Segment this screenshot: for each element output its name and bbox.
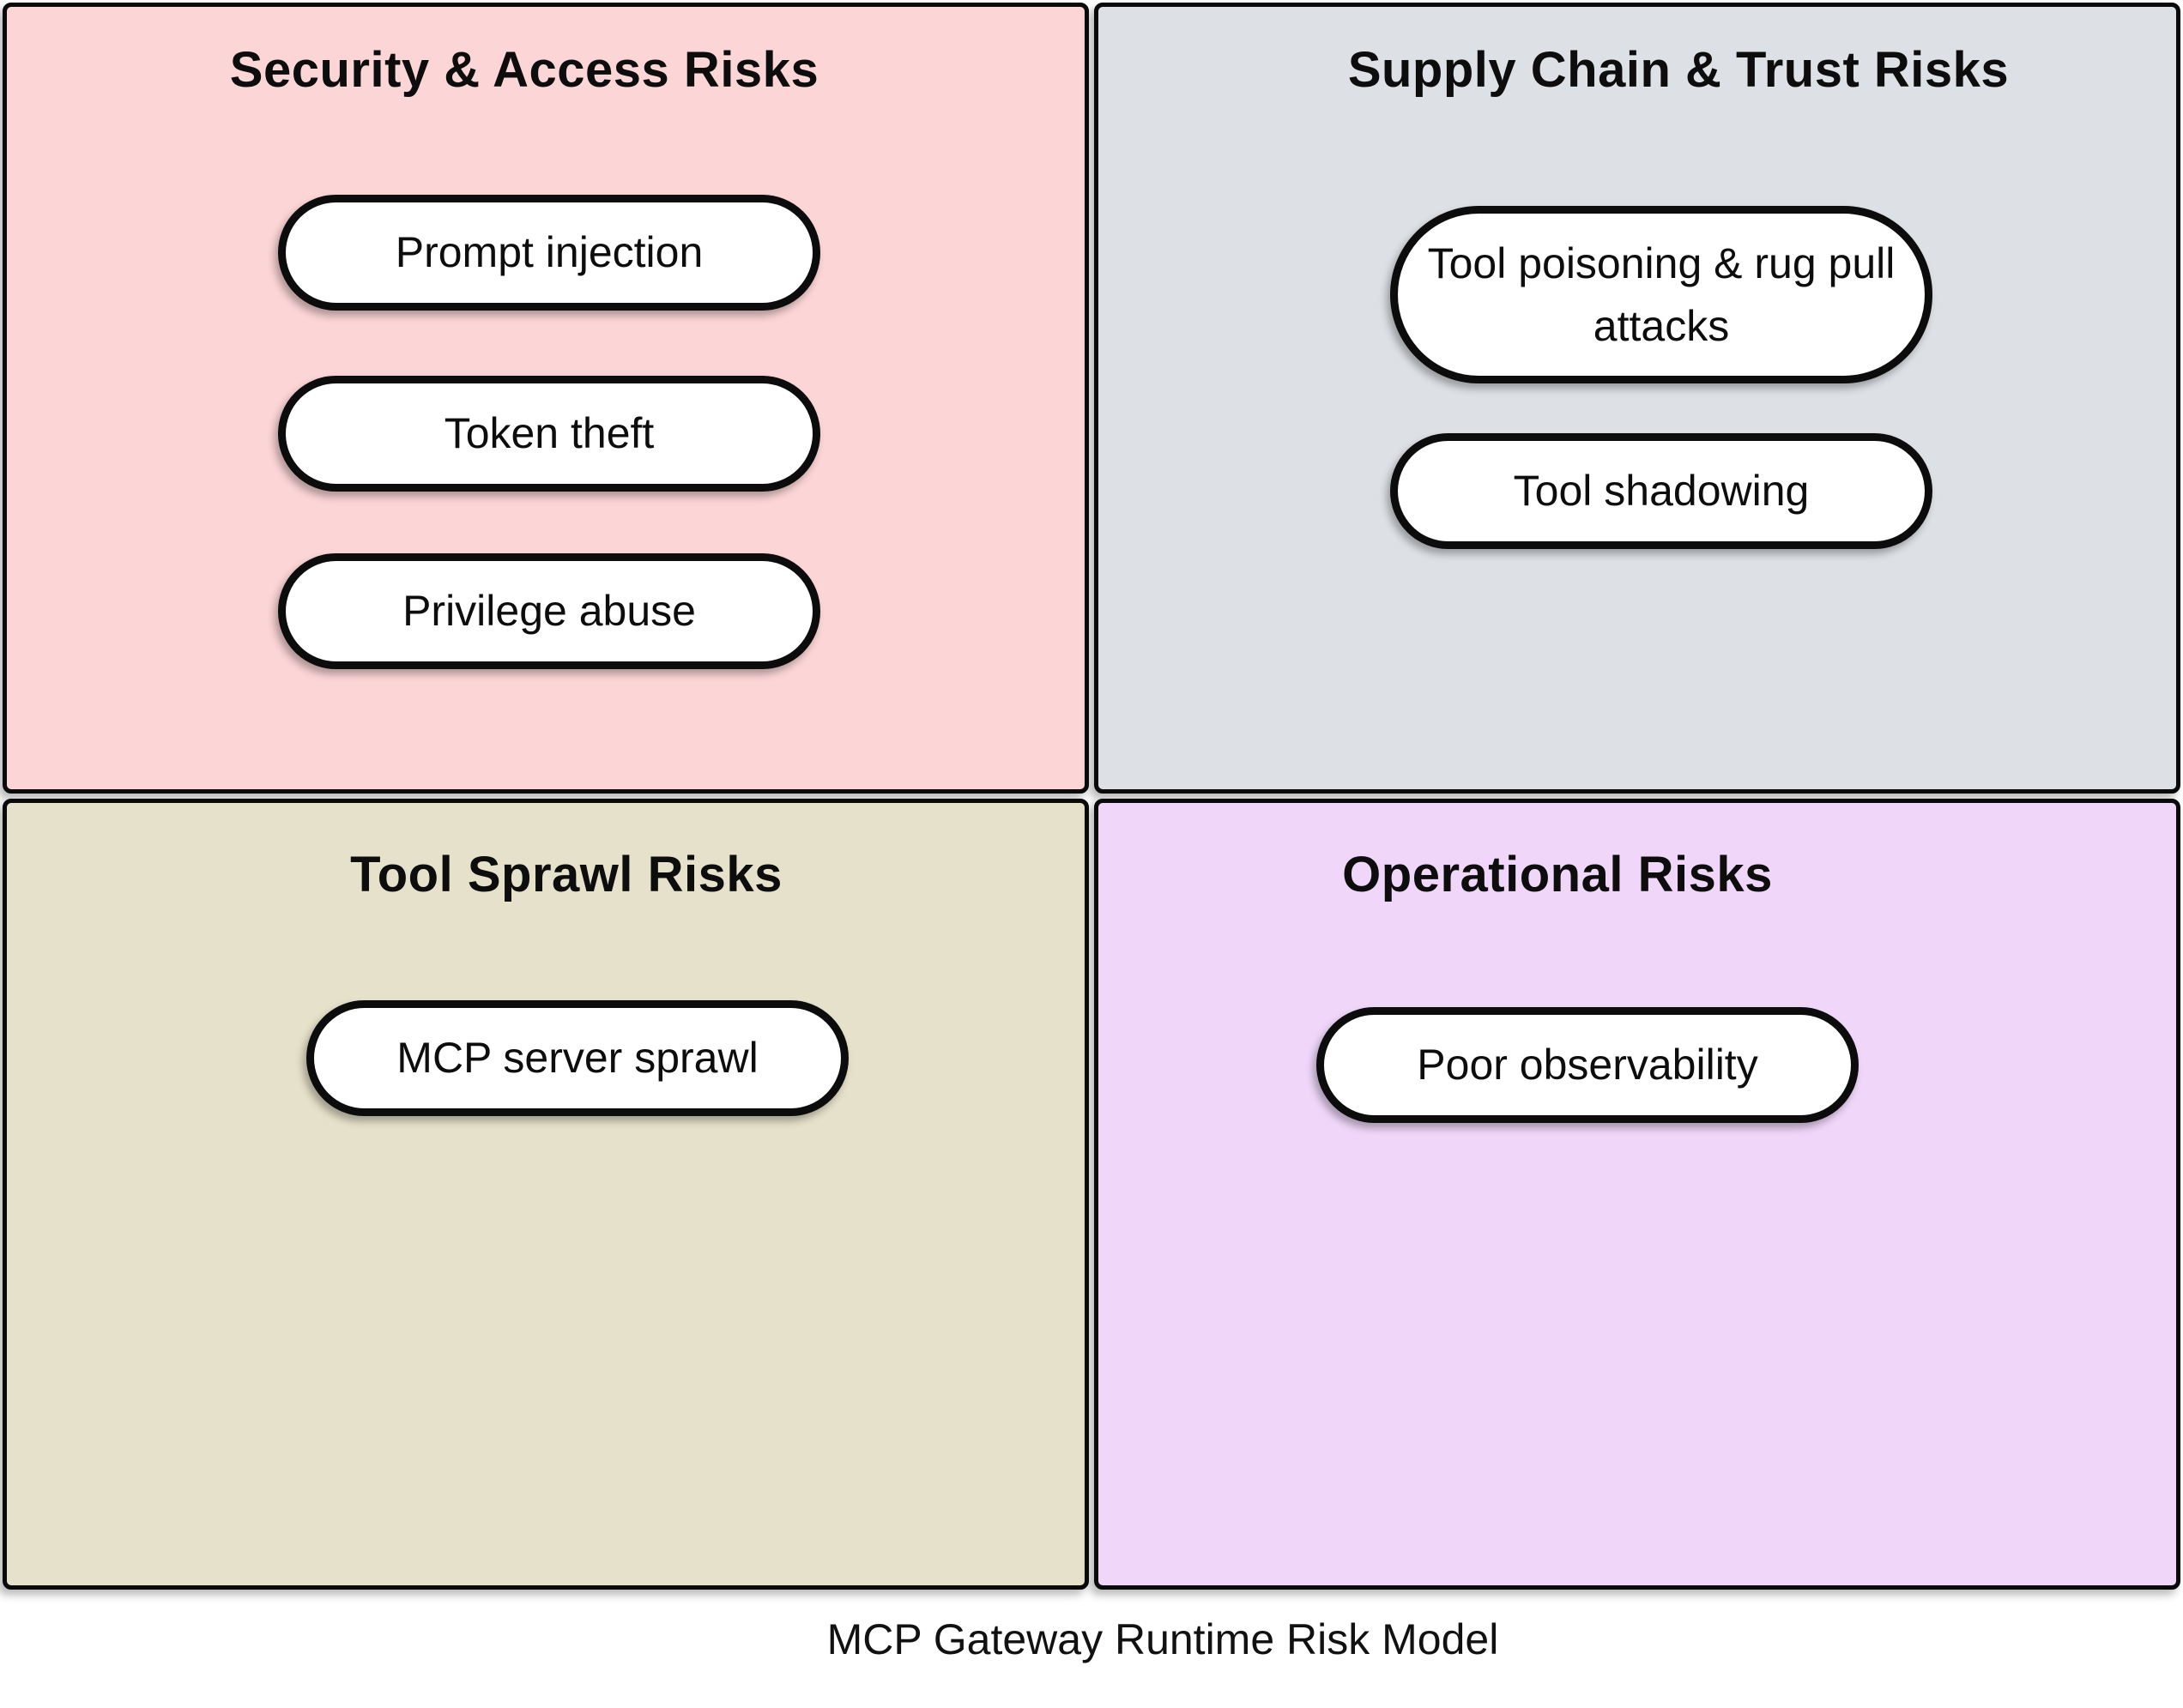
risk-pill-token-theft: Token theft bbox=[278, 376, 820, 492]
risk-pill-poor-observability: Poor observability bbox=[1316, 1007, 1859, 1123]
quadrant-title-supply-chain-trust: Supply Chain & Trust Risks bbox=[1347, 42, 2010, 98]
quadrant-security-access: Security & Access Risks Prompt injection… bbox=[3, 3, 1089, 794]
risk-pill-prompt-injection: Prompt injection bbox=[278, 195, 820, 311]
risk-pill-tool-poisoning-rug-pull: Tool poisoning & rug pull attacks bbox=[1390, 206, 1932, 383]
quadrant-grid: Security & Access Risks Prompt injection… bbox=[3, 3, 2180, 1590]
quadrant-operational: Operational Risks Poor observability bbox=[1094, 799, 2180, 1590]
risk-pill-mcp-server-sprawl: MCP server sprawl bbox=[306, 1000, 849, 1116]
quadrant-supply-chain-trust: Supply Chain & Trust Risks Tool poisonin… bbox=[1094, 3, 2180, 794]
quadrant-title-tool-sprawl: Tool Sprawl Risks bbox=[350, 847, 783, 902]
quadrant-title-security-access: Security & Access Risks bbox=[229, 42, 819, 98]
quadrant-title-operational: Operational Risks bbox=[1342, 847, 1773, 902]
risk-pill-tool-shadowing: Tool shadowing bbox=[1390, 433, 1932, 549]
quadrant-tool-sprawl: Tool Sprawl Risks MCP server sprawl bbox=[3, 799, 1089, 1590]
risk-pill-privilege-abuse: Privilege abuse bbox=[278, 553, 820, 669]
diagram-caption: MCP Gateway Runtime Risk Model bbox=[826, 1615, 1499, 1663]
